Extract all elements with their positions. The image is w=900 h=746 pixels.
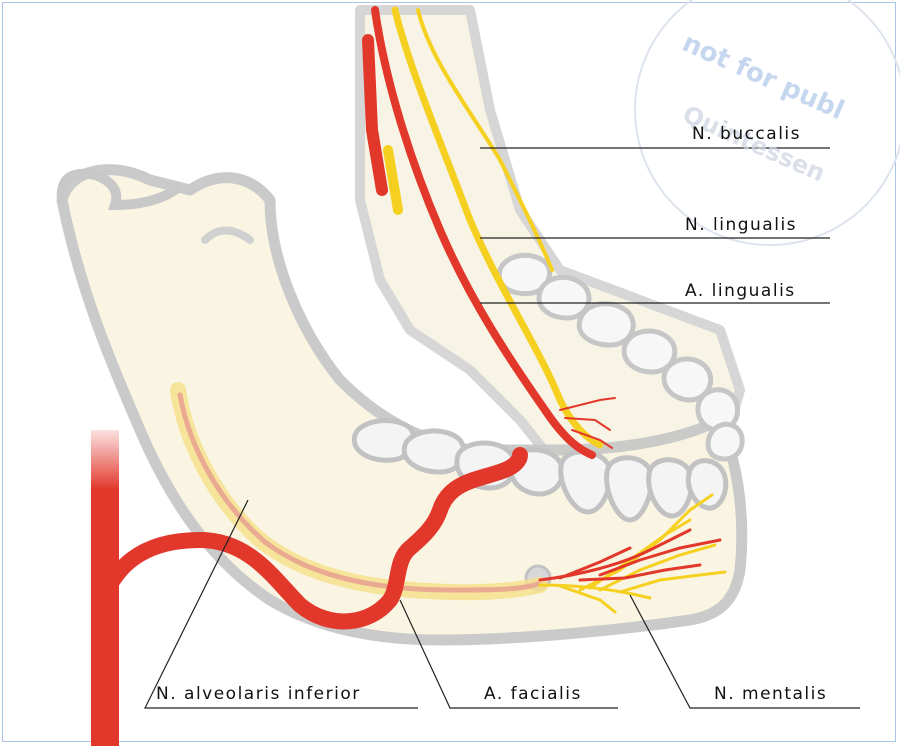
label-n-alveolaris-inferior: N. alveolaris inferior	[156, 684, 361, 704]
watermark-seal	[635, 0, 900, 245]
label-n-mentalis: N. mentalis	[714, 684, 827, 704]
label-a-facialis: A. facialis	[484, 684, 582, 704]
carotid-fade	[88, 420, 122, 490]
label-n-buccalis: N. buccalis	[692, 124, 801, 144]
label-n-lingualis: N. lingualis	[685, 215, 797, 235]
label-a-lingualis: A. lingualis	[685, 281, 796, 301]
